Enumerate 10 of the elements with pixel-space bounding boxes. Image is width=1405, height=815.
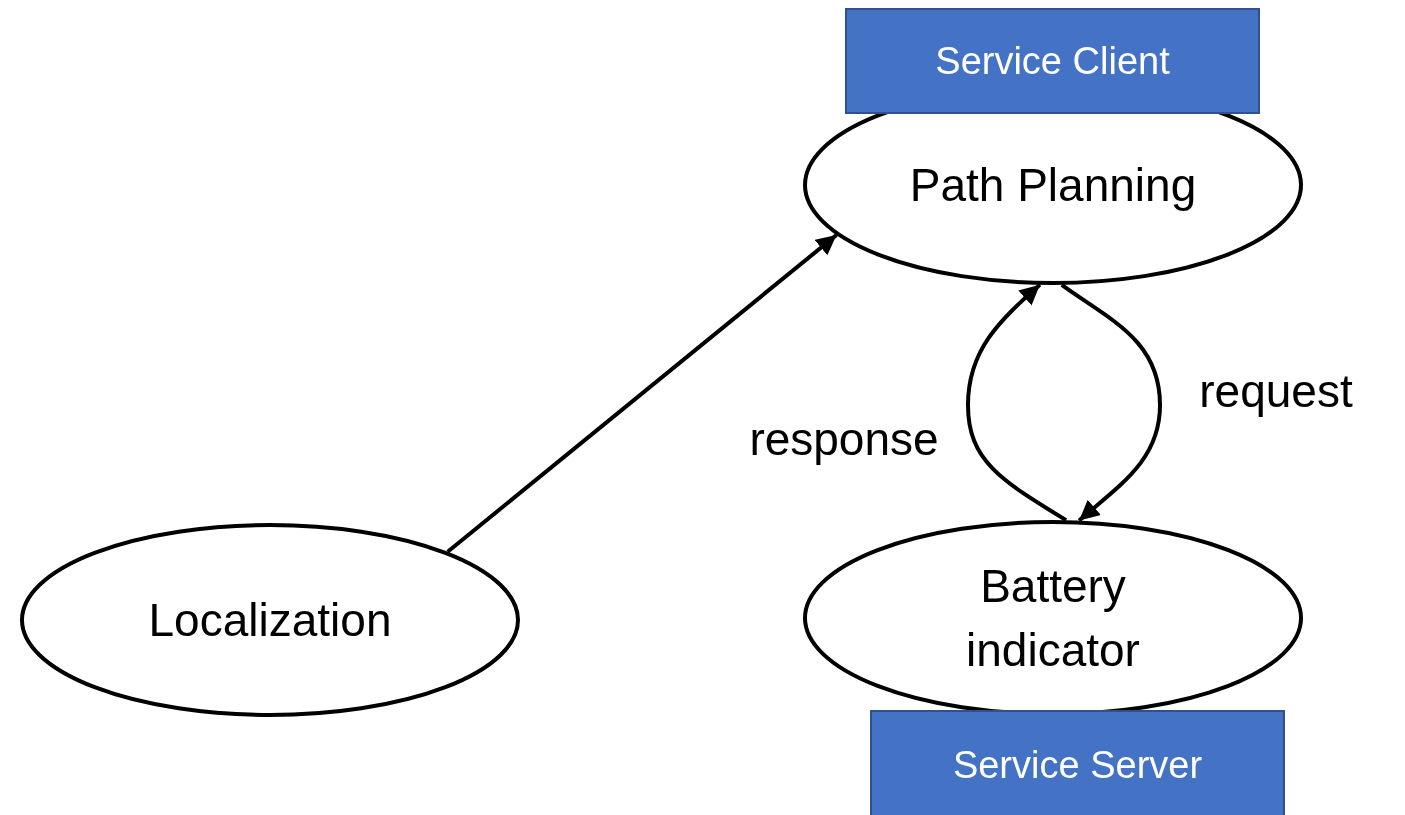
arrow <box>1060 283 1162 523</box>
node-label: Localization <box>148 592 392 648</box>
arrow <box>966 283 1068 522</box>
node-label: Battery indicator <box>965 558 1141 678</box>
box-label: Service Server <box>952 743 1203 787</box>
arrow <box>446 233 838 554</box>
box-label: Service Client <box>935 39 1170 83</box>
service-box <box>870 710 1285 815</box>
node-label: Path Planning <box>909 157 1197 213</box>
service-box <box>845 8 1260 114</box>
